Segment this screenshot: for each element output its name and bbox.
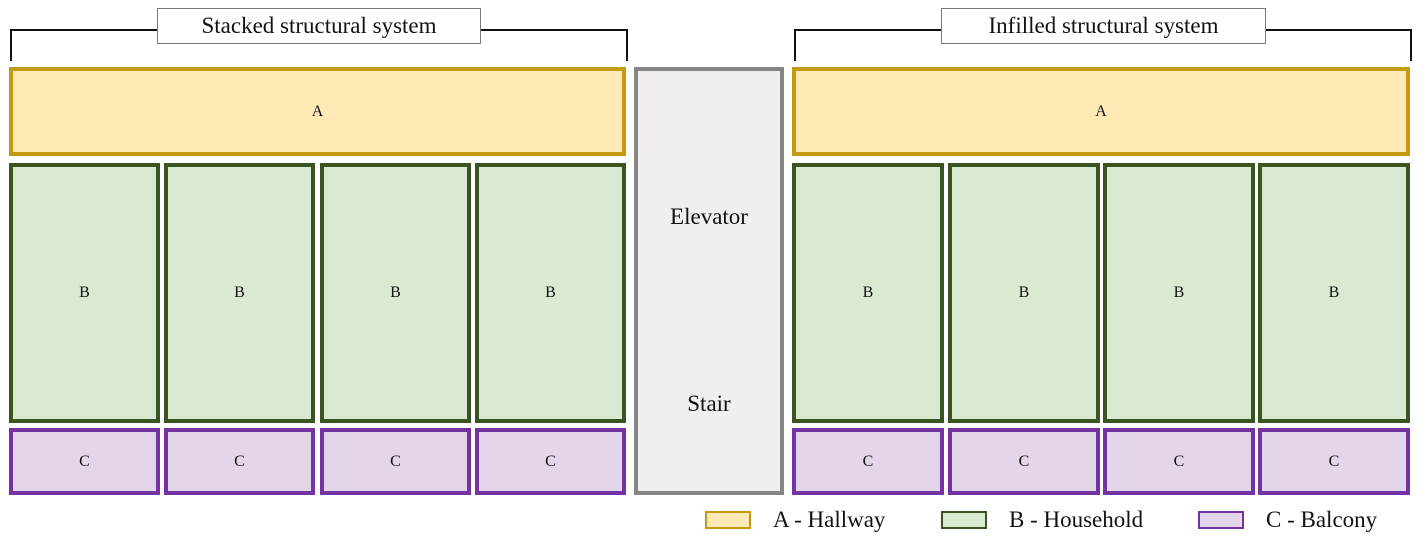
left-balcony-1: C bbox=[9, 428, 160, 495]
left-balcony-4: C bbox=[475, 428, 626, 495]
legend-hallway: A - Hallway bbox=[705, 507, 885, 533]
right-household-4: B bbox=[1258, 163, 1410, 423]
left-balcony-3: C bbox=[320, 428, 471, 495]
right-balcony-2: C bbox=[948, 428, 1100, 495]
right-household-3: B bbox=[1103, 163, 1255, 423]
legend-hallway-label: A - Hallway bbox=[773, 507, 886, 532]
right-section-title: Infilled structural system bbox=[941, 8, 1266, 44]
right-balcony-1: C bbox=[792, 428, 944, 495]
household-swatch bbox=[941, 511, 987, 529]
left-balcony-2: C bbox=[164, 428, 315, 495]
legend-household: B - Household bbox=[941, 507, 1143, 533]
balcony-swatch bbox=[1198, 511, 1244, 529]
legend-balcony-label: C - Balcony bbox=[1266, 507, 1378, 532]
stair-label: Stair bbox=[687, 391, 731, 416]
elevator-stair-core: Elevator Stair bbox=[634, 67, 784, 495]
left-household-4: B bbox=[475, 163, 626, 423]
right-balcony-3: C bbox=[1103, 428, 1255, 495]
legend-balcony: C - Balcony bbox=[1198, 507, 1377, 533]
right-household-2: B bbox=[948, 163, 1100, 423]
right-household-1: B bbox=[792, 163, 944, 423]
hallway-swatch bbox=[705, 511, 751, 529]
legend-household-label: B - Household bbox=[1009, 507, 1144, 532]
right-hallway: A bbox=[792, 67, 1410, 156]
left-section-title: Stacked structural system bbox=[157, 8, 481, 44]
left-household-1: B bbox=[9, 163, 160, 423]
elevator-label: Elevator bbox=[670, 204, 748, 229]
left-household-3: B bbox=[320, 163, 471, 423]
left-household-2: B bbox=[164, 163, 315, 423]
left-hallway: A bbox=[9, 67, 626, 156]
right-balcony-4: C bbox=[1258, 428, 1410, 495]
